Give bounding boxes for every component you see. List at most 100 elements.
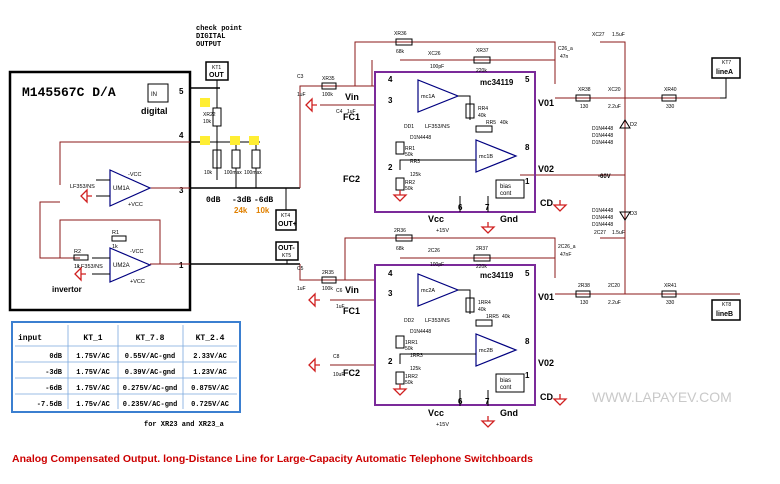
chip-b-fc1: FC1	[343, 306, 360, 316]
chip-b-rr2-val: 50k	[405, 380, 414, 386]
cb-r36: 2R36	[394, 228, 406, 234]
ca-xr35-val: 100k	[322, 92, 333, 98]
checkpoint: check point DIGITAL OUTPUT KT1 OUT	[196, 25, 242, 88]
cb-c8: C8	[333, 354, 340, 360]
dac-pin-1: 1	[179, 261, 184, 270]
dac-block: M145567C D/A IN digital 5 4 3 1	[8, 70, 300, 312]
chip-a-vin: Vin	[345, 92, 359, 102]
r1-resistor	[111, 235, 127, 242]
xr22-name: XR22	[203, 112, 216, 118]
diode-a-1: D1N4448	[592, 126, 613, 132]
chip-b-vcc: Vcc	[428, 408, 444, 418]
cb-c26a: 2C26_a	[558, 244, 576, 250]
chip-a-amp2-label: mc1B	[479, 154, 493, 160]
chip-b-lf: LF353/NS	[425, 318, 450, 324]
chip-a-v02: V02	[538, 164, 554, 174]
chip-b-pin4: 4	[388, 269, 393, 278]
chip-b-dd2-part: D1N4448	[410, 329, 431, 335]
d3-label: D3	[630, 211, 637, 217]
ca-xr40-val: 330	[666, 104, 675, 110]
ca-xc26-val: 100pF	[430, 64, 444, 70]
caption: Analog Compensated Output. long-Distance…	[12, 453, 533, 465]
dac-in-box	[147, 83, 169, 103]
kt4-label: OUT+	[278, 221, 297, 228]
channel-a: mc34119 4 3 2 5 8 1 6 7 Vin FC1 FC2 Vcc …	[297, 31, 741, 234]
watermark: WWW.LAPAYEV.COM	[592, 389, 732, 405]
chip-b-bias-text: bias	[500, 378, 511, 384]
cb-c20-val: 2.2uF	[608, 300, 621, 306]
dac-in-label: IN	[151, 92, 157, 98]
attenuator: XR22 10k 10k 100max 100max 0dB -3dB -6dB…	[200, 88, 273, 215]
r2-resistor	[73, 254, 89, 261]
dac-pin-4: 4	[179, 131, 184, 140]
invertor-label: invertor	[52, 285, 82, 294]
checkpoint-note-1: check point	[196, 25, 242, 33]
table-cell: 1.75V/AC	[76, 385, 110, 393]
cb-c26a-val: 47nF	[560, 252, 571, 258]
xr26-label: 10k	[204, 170, 213, 176]
chip-b-bias-box	[495, 373, 525, 393]
chip-a-dd1-part: D1N4448	[410, 135, 431, 141]
table-cell: 1.75V/AC	[76, 353, 110, 361]
ca-xc26: XC26	[428, 51, 441, 57]
ca-xr38: XR38	[578, 87, 591, 93]
chip-a-bias-text: bias	[500, 184, 511, 190]
kt1-name: KT1	[212, 65, 221, 71]
chip-a-vcc: Vcc	[428, 214, 444, 224]
dac-pin-5: 5	[179, 87, 184, 96]
table-cell: 0.875V/AC	[191, 385, 229, 393]
chip-a-cd: CD	[540, 198, 553, 208]
cb-r37-val: 220k	[476, 264, 487, 270]
chip-b-amp2-label: mc2B	[479, 348, 493, 354]
chip-a-rr2: RR2	[405, 180, 415, 186]
line-b-connector	[711, 299, 741, 321]
ca-xr36-val: 68k	[396, 49, 405, 55]
chip-b-pin5: 5	[525, 269, 530, 278]
kt4-testpoint: KT4 OUT+	[275, 188, 297, 231]
r-10k: 10k	[256, 206, 270, 215]
cb-c26: 2C26	[428, 248, 440, 254]
cb-r37: 2R37	[476, 246, 488, 252]
chip-a-pin1: 1	[525, 177, 530, 186]
cb-r36-val: 68k	[396, 246, 405, 252]
chip-b-rr1-val: 50k	[405, 346, 414, 352]
cb-r35-val: 100k	[322, 286, 333, 292]
neg60-label: -60V	[598, 174, 611, 180]
table-cell: 0.275V/AC-gnd	[123, 385, 178, 393]
cb-c8-val: 10uF	[333, 372, 344, 378]
ca-c3-val: 1uF	[297, 92, 306, 98]
diode-a-2: D1N4448	[592, 133, 613, 139]
chip-a-rr3-val: 125k	[410, 172, 421, 178]
db-6: -6dB	[254, 196, 273, 205]
chip-a-rr5: RR5	[486, 120, 496, 126]
opamp-um2a: UM2A LF353/NS -VCC +VCC R1 1k R2 1k inve…	[52, 230, 152, 294]
ca-xr38-val: 130	[580, 104, 589, 110]
table-border	[11, 321, 241, 413]
cb-c27-val: 1.5uF	[612, 230, 625, 236]
chip-b-15v: +15V	[436, 422, 449, 428]
chip-a-pin8: 8	[525, 143, 530, 152]
table-cell: 0.235V/AC-gnd	[123, 401, 178, 409]
ca-xr37-val: 220k	[476, 68, 487, 74]
chip-a-rr1: RR1	[405, 146, 415, 152]
cb-c27: 2C27	[594, 230, 606, 236]
dac-pin-3: 3	[179, 186, 184, 195]
chip-b-cont-text: cont	[500, 385, 512, 391]
table-cell: 2.33V/AC	[193, 353, 227, 361]
line-b-name: KT8	[722, 302, 731, 308]
um1a-pos-vcc: +VCC	[128, 202, 143, 208]
chip-b-cd: CD	[540, 392, 553, 402]
chip-a-amp2	[475, 139, 518, 173]
chip-b-gnd: Gnd	[500, 408, 518, 418]
diode-b-3: D1N4448	[592, 222, 613, 228]
cb-r41-val: 330	[666, 300, 675, 306]
chip-a-rr3: RR3	[410, 159, 420, 165]
chip-a-rr4: RR4	[478, 106, 488, 112]
xr23-value: 100max	[224, 170, 242, 176]
kt5-name: OUT-	[278, 245, 295, 252]
table-header-0: input	[18, 334, 42, 343]
opamp-um1a: UM1A LF353/NS -VCC +VCC	[70, 169, 152, 208]
chip-a-outline	[374, 71, 536, 213]
chip-b-amp2	[475, 333, 518, 367]
